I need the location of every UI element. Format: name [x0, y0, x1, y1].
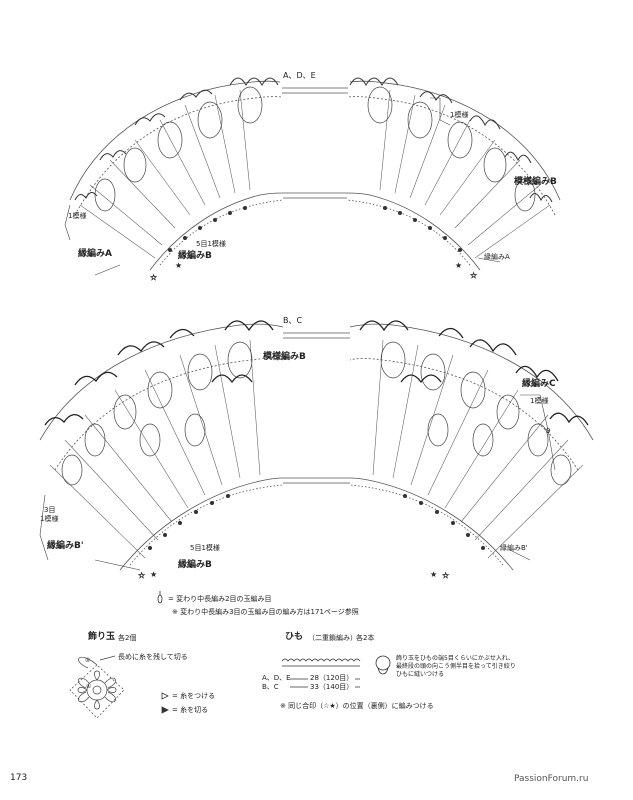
page-number: 173: [10, 773, 28, 783]
top-edge-a-left: 縁編みA: [78, 249, 112, 259]
cord-row-1-value: 28（120目）: [308, 674, 356, 682]
bottom-edge-b-prime-left: 縁編みB': [47, 541, 84, 551]
top-diagram-title: A、D、E: [283, 71, 316, 80]
top-yoke-chart: ★ ☆ ★ ☆: [64, 77, 561, 282]
top-1-pattern-left: 1模様: [68, 212, 87, 220]
svg-text:★: ★: [455, 261, 462, 270]
cord-row-2-name: B、C: [262, 683, 279, 691]
svg-text:☆: ☆: [138, 571, 145, 580]
top-pattern-b-label: 模様編みB: [514, 177, 557, 187]
ornament-count: 各2個: [118, 634, 137, 642]
note-line-1: = 変わり中長編み2目の玉編み目: [168, 595, 272, 603]
bottom-1-pattern: 1模様: [530, 397, 549, 405]
svg-text:☆: ☆: [442, 571, 449, 580]
cord-title: ひも: [285, 632, 304, 642]
svg-text:★: ★: [175, 261, 182, 270]
cord-count: 各2本: [356, 634, 375, 642]
svg-text:☆: ☆: [470, 271, 477, 280]
svg-text:④: ④: [85, 657, 90, 664]
svg-text:★: ★: [430, 570, 437, 579]
bottom-number-9: 9: [546, 427, 551, 435]
top-5-1-pattern: 5目1模様: [196, 240, 226, 248]
bottom-3-label: 3目: [44, 506, 56, 514]
bottom-edge-c-label: 縁編みC: [522, 379, 556, 389]
svg-text:☆: ☆: [150, 273, 157, 282]
bottom-pattern-b-label: 模様編みB: [263, 352, 306, 362]
ornament-instruction: 長めに糸を残して切る: [118, 653, 188, 661]
cord-footnote: ※ 同じ合印（☆★）の位置（裏側）に編みつける: [280, 702, 434, 710]
cord-row-1-name: A、D、E: [262, 674, 291, 682]
cord-instruction-2: 最終段の頭の向こう側半目を拾って引き絞り: [396, 663, 516, 670]
top-1-pattern-right: 1模様: [450, 111, 469, 119]
legend-attach: = 糸をつける: [172, 692, 216, 700]
note-line-2: ※ 変わり中長編み3目の玉編み目の編み方は171ページ参照: [172, 608, 359, 616]
cord-subtitle: （二重鎖編み）: [308, 634, 357, 642]
bottom-diagram-title: B、C: [283, 316, 303, 325]
svg-text:★: ★: [150, 570, 157, 579]
top-edge-a-right: 縁編みA: [484, 253, 510, 261]
cord-instruction-1: 飾り玉をひもの端5目くらいにかぶせ入れ、: [396, 655, 514, 662]
bottom-5-1-pattern: 5目1模様: [190, 544, 220, 552]
top-edge-b: 縁編みB: [178, 251, 212, 261]
bottom-edge-b: 縁編みB: [178, 560, 212, 570]
watermark: PassionForum.ru: [514, 774, 589, 784]
svg-text:①: ①: [86, 683, 91, 690]
cord-row-2-value: 33（140目）: [308, 683, 356, 691]
bottom-yoke-chart: ★ ☆ ★ ☆: [39, 320, 594, 580]
legend-cut: = 糸を切る: [172, 706, 209, 714]
cord-instruction-3: ひもに縫いつける: [396, 671, 445, 678]
bottom-1-pattern-label: 1模様: [40, 515, 59, 523]
ornament-title: 飾り玉: [88, 632, 116, 642]
bottom-edge-b-prime-right: 縁編みB': [500, 544, 528, 552]
